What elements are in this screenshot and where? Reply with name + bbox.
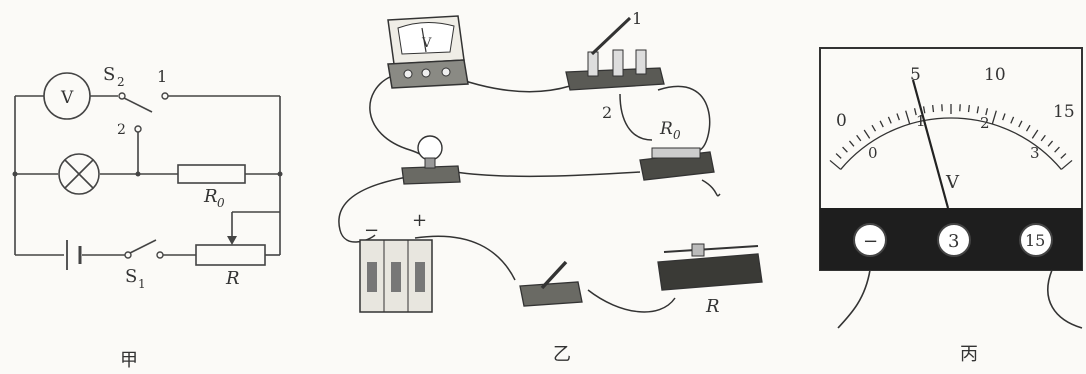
dial-tick — [848, 140, 855, 147]
lower-scale-1: 1 — [916, 112, 926, 130]
lamp-device — [401, 135, 461, 185]
resistor-r0-symbol — [177, 164, 246, 184]
terminal-2-label: 2 — [117, 122, 126, 138]
figure-c-caption: 丙 — [960, 344, 978, 365]
dial-tick — [991, 110, 997, 125]
lower-scale-0: 0 — [868, 144, 878, 162]
switch-s2 — [118, 92, 169, 133]
voltmeter-device — [387, 15, 469, 89]
rheostat-symbol — [195, 236, 266, 266]
figure-a-caption: 甲 — [120, 350, 138, 371]
device-terminal-2-label: 2 — [602, 103, 612, 122]
device-r0-subscript: 0 — [673, 128, 681, 142]
meter-letter: V — [421, 36, 432, 51]
terminal-15v: 15 — [1019, 223, 1053, 257]
dial-tick — [842, 146, 848, 153]
lead-right — [1047, 269, 1083, 329]
rheostat-label: R — [225, 268, 240, 289]
voltmeter-symbol — [43, 72, 91, 120]
dial-tick — [887, 116, 892, 124]
battery-minus-label: − — [364, 220, 379, 241]
dial-tick — [1060, 153, 1067, 159]
physical-setup-panel: V 1 2 R 0 — [330, 0, 770, 374]
dial-tick — [905, 110, 911, 125]
terminal-3v: 3 — [937, 223, 971, 257]
circuit-schematic: V S 2 1 2 R 0 S 1 R — [12, 64, 283, 291]
lead-left — [837, 269, 871, 329]
rheostat-device — [657, 243, 763, 291]
physical-setup: V 1 2 R 0 — [338, 9, 763, 317]
device-r0-label: R — [659, 119, 673, 139]
lower-scale-3: 3 — [1030, 144, 1040, 162]
battery-plus-label: + — [412, 210, 427, 231]
dial-needle — [911, 79, 950, 209]
dial-tick — [835, 153, 842, 159]
upper-scale-15: 15 — [1053, 102, 1075, 122]
dial-tick — [1010, 116, 1015, 124]
device-terminal-1-label: 1 — [632, 9, 642, 28]
upper-scale-0: 0 — [836, 111, 847, 131]
resistor-r0-label: R — [203, 186, 218, 207]
spdt-switch-device — [565, 16, 665, 91]
battery-symbol — [66, 240, 82, 270]
dial-tick — [829, 159, 842, 170]
dial-tick — [932, 104, 935, 113]
switch-s1 — [124, 239, 164, 259]
dial-tick — [1018, 120, 1023, 128]
dial-tick — [1025, 124, 1031, 132]
voltmeter-dial-panel: 0 5 10 15 0 1 2 3 V − 3 15 丙 — [770, 0, 1086, 374]
resistor-r0-device — [639, 147, 715, 181]
switch-s2-subscript: 2 — [117, 75, 125, 89]
dial-tick — [1047, 140, 1054, 147]
lamp-symbol — [58, 153, 100, 195]
resistor-r0-subscript: 0 — [217, 196, 225, 210]
dial-tick — [1040, 134, 1046, 142]
switch-s1-label: S — [125, 266, 137, 287]
battery-device — [359, 239, 433, 313]
lower-scale-2: 2 — [980, 114, 990, 132]
voltmeter-label: V — [60, 88, 74, 108]
dial-tick — [976, 106, 980, 114]
dial-tick — [879, 120, 884, 128]
unit-label: V — [945, 172, 960, 193]
svg-text:−: − — [863, 231, 878, 252]
svg-text:3: 3 — [948, 231, 959, 252]
switch-s2-label: S — [103, 64, 115, 85]
dial-tick — [1060, 159, 1073, 170]
device-rheostat-label: R — [705, 296, 720, 317]
dial-tick — [863, 129, 871, 139]
dial-tick — [856, 134, 862, 142]
dial-tick — [896, 113, 900, 121]
dial-tick — [1002, 113, 1006, 121]
upper-scale-5: 5 — [910, 65, 921, 85]
figure-b-caption: 乙 — [553, 344, 571, 365]
dial-tick — [871, 124, 877, 132]
upper-scale-10: 10 — [984, 65, 1006, 85]
dial-tick — [913, 108, 917, 116]
dial-arc — [840, 117, 1062, 170]
knife-switch-device — [519, 260, 583, 307]
terminal-1-label: 1 — [157, 67, 167, 86]
circuit-schematic-panel: V S 2 1 2 R 0 S 1 R 甲 — [0, 0, 330, 374]
dial-tick — [967, 104, 970, 113]
voltmeter-dial: 0 5 10 15 0 1 2 3 V − 3 15 — [819, 47, 1083, 329]
svg-text:15: 15 — [1025, 231, 1045, 250]
dial-tick — [1031, 129, 1039, 139]
dial-ticks — [829, 104, 1073, 170]
dial-tick — [922, 106, 926, 114]
switch-s1-subscript: 1 — [138, 277, 146, 291]
dial-tick — [985, 108, 989, 116]
dial-tick — [1054, 146, 1060, 153]
terminal-negative: − — [853, 223, 887, 257]
